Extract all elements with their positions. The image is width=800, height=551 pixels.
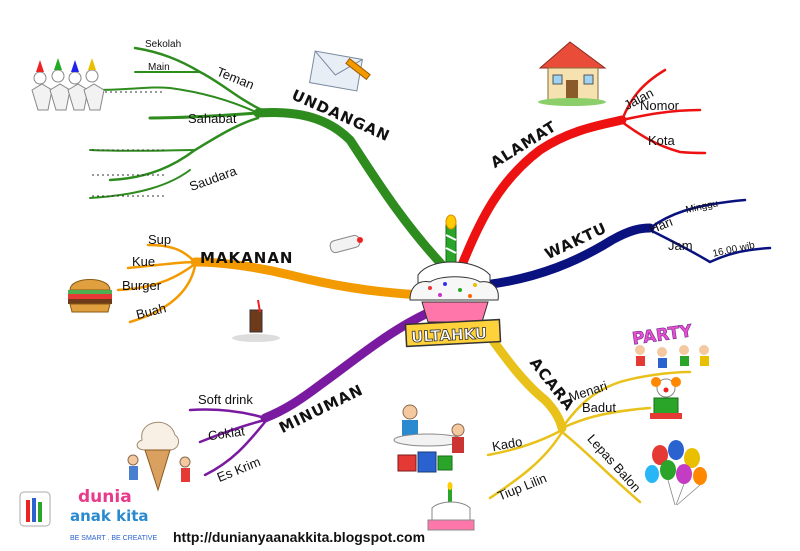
sekolah-label: Sekolah [145, 39, 181, 50]
blog-url: http://dunianyaanakkita.blogspot.com [173, 529, 425, 545]
party-food-illustration [329, 234, 363, 254]
time-label: 16.00 wib [712, 240, 757, 260]
branch-acara [473, 315, 692, 504]
sup-label: Sup [148, 232, 171, 247]
branch-makanan [116, 243, 425, 324]
kota-label: Kota [648, 133, 676, 148]
main-label: Main [148, 62, 170, 73]
friends-group-illustration [31, 58, 105, 111]
makanan-label: MAKANAN [200, 249, 293, 267]
ice-cream-illustration [136, 421, 180, 492]
burger-label: Burger [122, 278, 162, 293]
kue-label: Kue [132, 254, 155, 269]
sahabat-label: Sahabat [188, 111, 237, 126]
envelope-illustration [309, 50, 371, 92]
party-sign-illustration: PARTY [631, 321, 709, 368]
blank-lines-undangan [92, 91, 165, 197]
burger-illustration [68, 279, 112, 313]
kado-label: Kado [491, 434, 524, 454]
balloons-illustration [645, 440, 707, 506]
house-illustration [538, 41, 607, 106]
jam-label: Jam [668, 238, 693, 253]
badut-label: Badut [582, 400, 616, 415]
eskrim-label: Es Krim [215, 454, 263, 485]
coklat-label: Coklat [207, 423, 246, 443]
lepasbalon-label: Lepas Balon [584, 431, 644, 495]
drink-illustration [232, 299, 280, 342]
small-cake-illustration [427, 482, 475, 531]
teman-label: Teman [215, 64, 257, 93]
branch-waktu [480, 198, 772, 290]
buah-label: Buah [134, 300, 167, 322]
logo-line2: anak kita [70, 507, 149, 525]
logo-tagline: BE SMART . BE CREATIVE [70, 535, 157, 542]
branch-alamat [457, 68, 707, 270]
saudara-label: Saudara [187, 163, 239, 194]
logo-line1: dunia [78, 487, 132, 507]
party-sign-text: PARTY [631, 321, 694, 349]
softdrink-label: Soft drink [198, 392, 253, 407]
branch-undangan [89, 46, 450, 273]
center-cake-illustration: ULTAHKU [404, 214, 502, 348]
party-presents-illustration [393, 404, 465, 473]
logo: dunia anak kita BE SMART . BE CREATIVE [19, 487, 157, 542]
minggu-label: Minggu [685, 198, 719, 216]
clown-illustration [650, 377, 682, 419]
kid-illustration [127, 454, 191, 482]
center-label: ULTAHKU [411, 324, 488, 346]
branch-minuman [188, 307, 435, 477]
nomor-label: Nomor [640, 98, 680, 113]
